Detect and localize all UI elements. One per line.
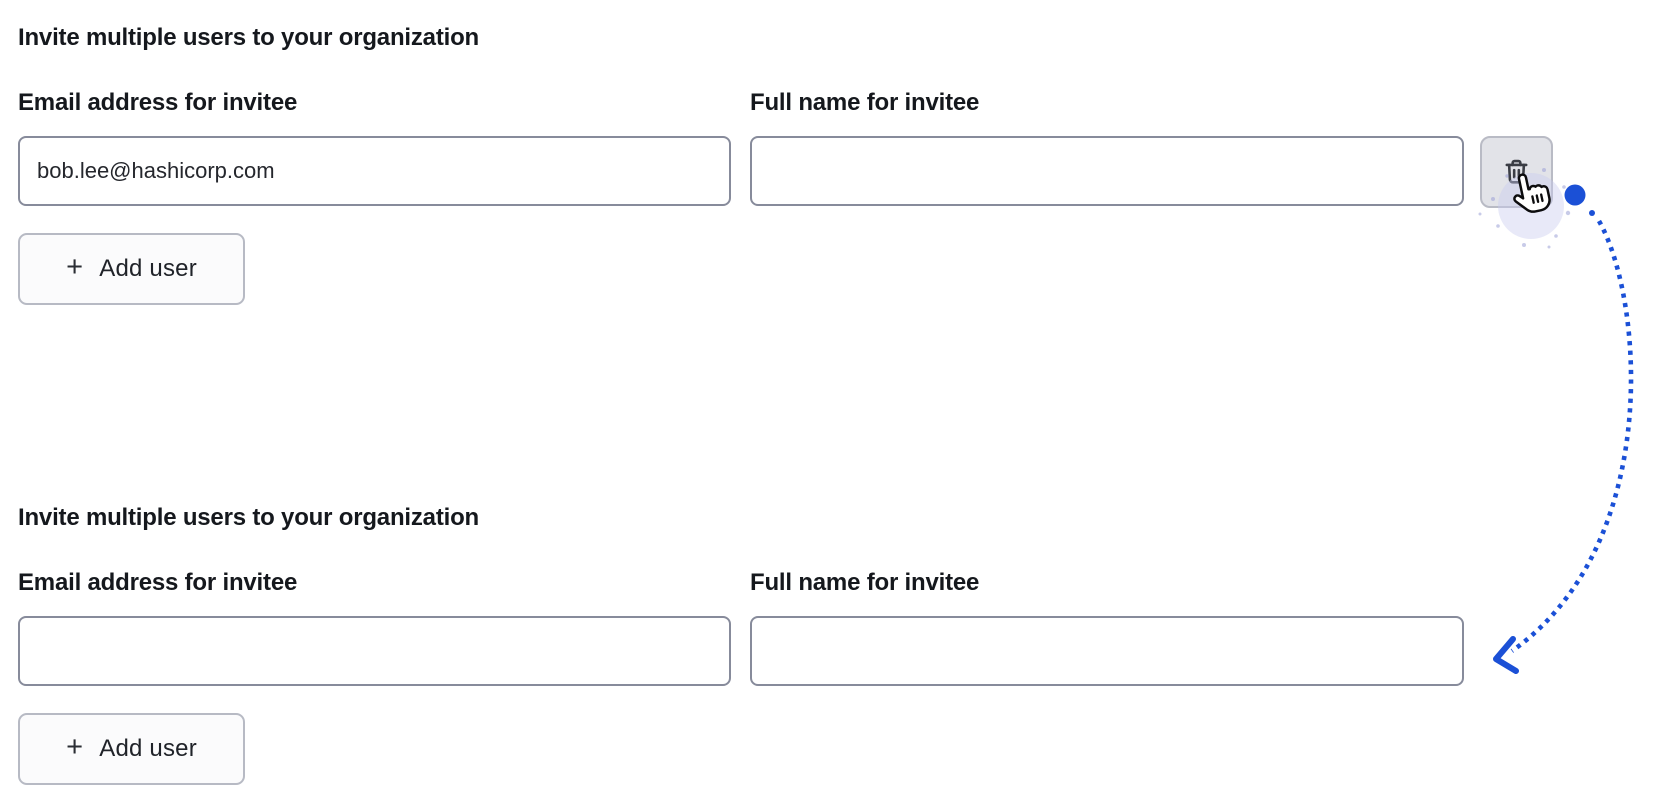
invitee-row: Email address for invitee Full name for … bbox=[18, 89, 1578, 208]
trash-icon bbox=[1501, 156, 1532, 188]
form-heading: Invite multiple users to your organizati… bbox=[18, 24, 479, 51]
fullname-input[interactable] bbox=[750, 616, 1464, 686]
fullname-label: Full name for invitee bbox=[750, 569, 980, 596]
invite-form-after: Invite multiple users to your organizati… bbox=[18, 504, 1578, 785]
invitee-row: Email address for invitee Full name for … bbox=[18, 569, 1578, 686]
invite-form-before: Invite multiple users to your organizati… bbox=[18, 24, 1578, 305]
add-user-label: Add user bbox=[99, 255, 197, 282]
email-field-group: Email address for invitee bbox=[18, 89, 731, 206]
plus-icon: + bbox=[66, 251, 84, 283]
email-input[interactable] bbox=[18, 616, 731, 686]
email-input[interactable] bbox=[18, 136, 731, 206]
fullname-field-group: Full name for invitee bbox=[750, 569, 1464, 686]
email-label: Email address for invitee bbox=[18, 569, 298, 596]
fullname-field-group: Full name for invitee bbox=[750, 89, 1464, 206]
email-field-group: Email address for invitee bbox=[18, 569, 731, 686]
delete-row-button[interactable] bbox=[1480, 136, 1553, 208]
form-heading: Invite multiple users to your organizati… bbox=[18, 504, 479, 531]
email-label: Email address for invitee bbox=[18, 89, 298, 116]
add-user-label: Add user bbox=[99, 735, 197, 762]
fullname-label: Full name for invitee bbox=[750, 89, 980, 116]
fullname-input[interactable] bbox=[750, 136, 1464, 206]
add-user-button[interactable]: + Add user bbox=[18, 233, 245, 305]
plus-icon: + bbox=[66, 731, 84, 763]
add-user-button[interactable]: + Add user bbox=[18, 713, 245, 785]
